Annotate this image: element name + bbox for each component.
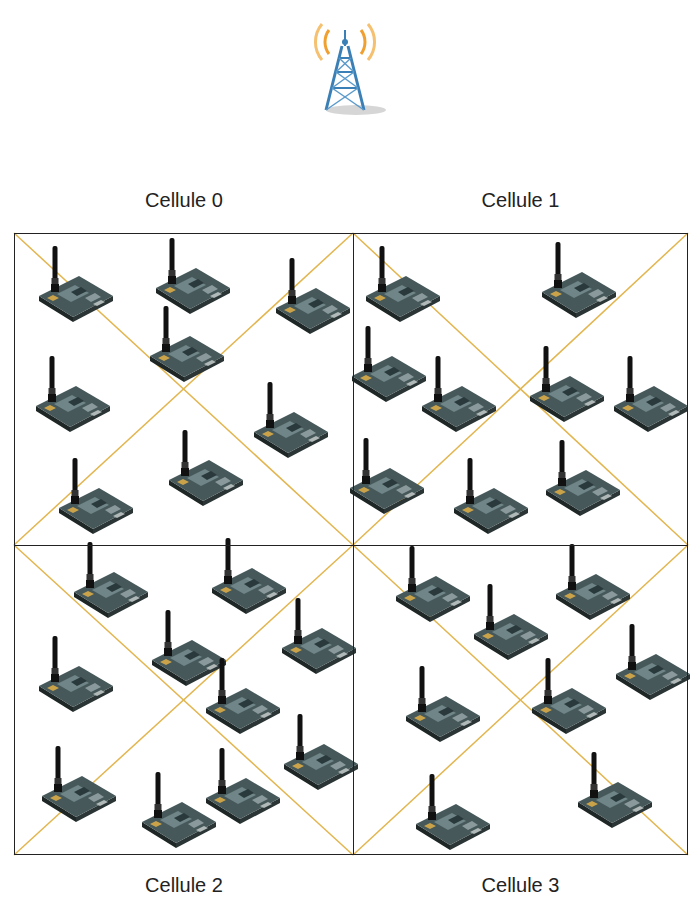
diagonal-line bbox=[14, 233, 353, 545]
sensor-node bbox=[206, 748, 280, 824]
sensor-node bbox=[416, 774, 490, 850]
sensor-node bbox=[406, 666, 480, 742]
sensor-node bbox=[206, 658, 280, 734]
sensor-node bbox=[614, 356, 688, 432]
diagonal-line bbox=[14, 545, 353, 855]
sensor-node bbox=[42, 746, 116, 822]
cell-box: Cellule 3 bbox=[353, 545, 688, 855]
cell-label: Cellule 0 bbox=[15, 189, 353, 212]
sensor-node bbox=[350, 438, 424, 514]
sensor-node bbox=[169, 430, 243, 506]
sensor-node bbox=[282, 598, 356, 674]
sensor-node bbox=[150, 306, 224, 382]
sensor-node bbox=[212, 538, 286, 614]
sensor-node bbox=[454, 458, 528, 534]
diagonal-line bbox=[353, 545, 688, 855]
sensor-node bbox=[366, 246, 440, 322]
diagonal-line bbox=[14, 233, 353, 545]
sensor-node bbox=[530, 346, 604, 422]
sensor-node bbox=[578, 752, 652, 828]
diagonal-line bbox=[353, 545, 688, 855]
sensor-node bbox=[152, 610, 226, 686]
sensor-node bbox=[36, 356, 110, 432]
sensor-nodes bbox=[36, 238, 690, 850]
cell-label: Cellule 3 bbox=[354, 874, 687, 897]
sensor-node bbox=[74, 542, 148, 618]
cell-box: Cellule 0 bbox=[14, 233, 354, 546]
sensor-node bbox=[422, 356, 496, 432]
sensor-node bbox=[142, 772, 216, 848]
sensor-node bbox=[616, 624, 690, 700]
cell-label: Cellule 1 bbox=[354, 189, 687, 212]
diagonal-line bbox=[14, 545, 353, 855]
sensor-node bbox=[556, 544, 630, 620]
sensor-node bbox=[276, 258, 350, 334]
sensor-node bbox=[59, 458, 133, 534]
sensor-node bbox=[396, 546, 470, 622]
sensor-node bbox=[254, 382, 328, 458]
sensor-node bbox=[532, 658, 606, 734]
sensor-node bbox=[284, 714, 358, 790]
sensor-node bbox=[542, 242, 616, 318]
sensor-node bbox=[546, 440, 620, 516]
sensor-node bbox=[39, 636, 113, 712]
antenna-tower bbox=[315, 24, 386, 115]
cell-box: Cellule 1 bbox=[353, 233, 688, 546]
sensor-node bbox=[156, 238, 230, 314]
sensor-node bbox=[39, 246, 113, 322]
cell-box: Cellule 2 bbox=[14, 545, 354, 855]
sensor-node bbox=[474, 584, 548, 660]
cell-label: Cellule 2 bbox=[15, 874, 353, 897]
sensor-node bbox=[352, 326, 426, 402]
cell-diagonals bbox=[14, 233, 688, 855]
